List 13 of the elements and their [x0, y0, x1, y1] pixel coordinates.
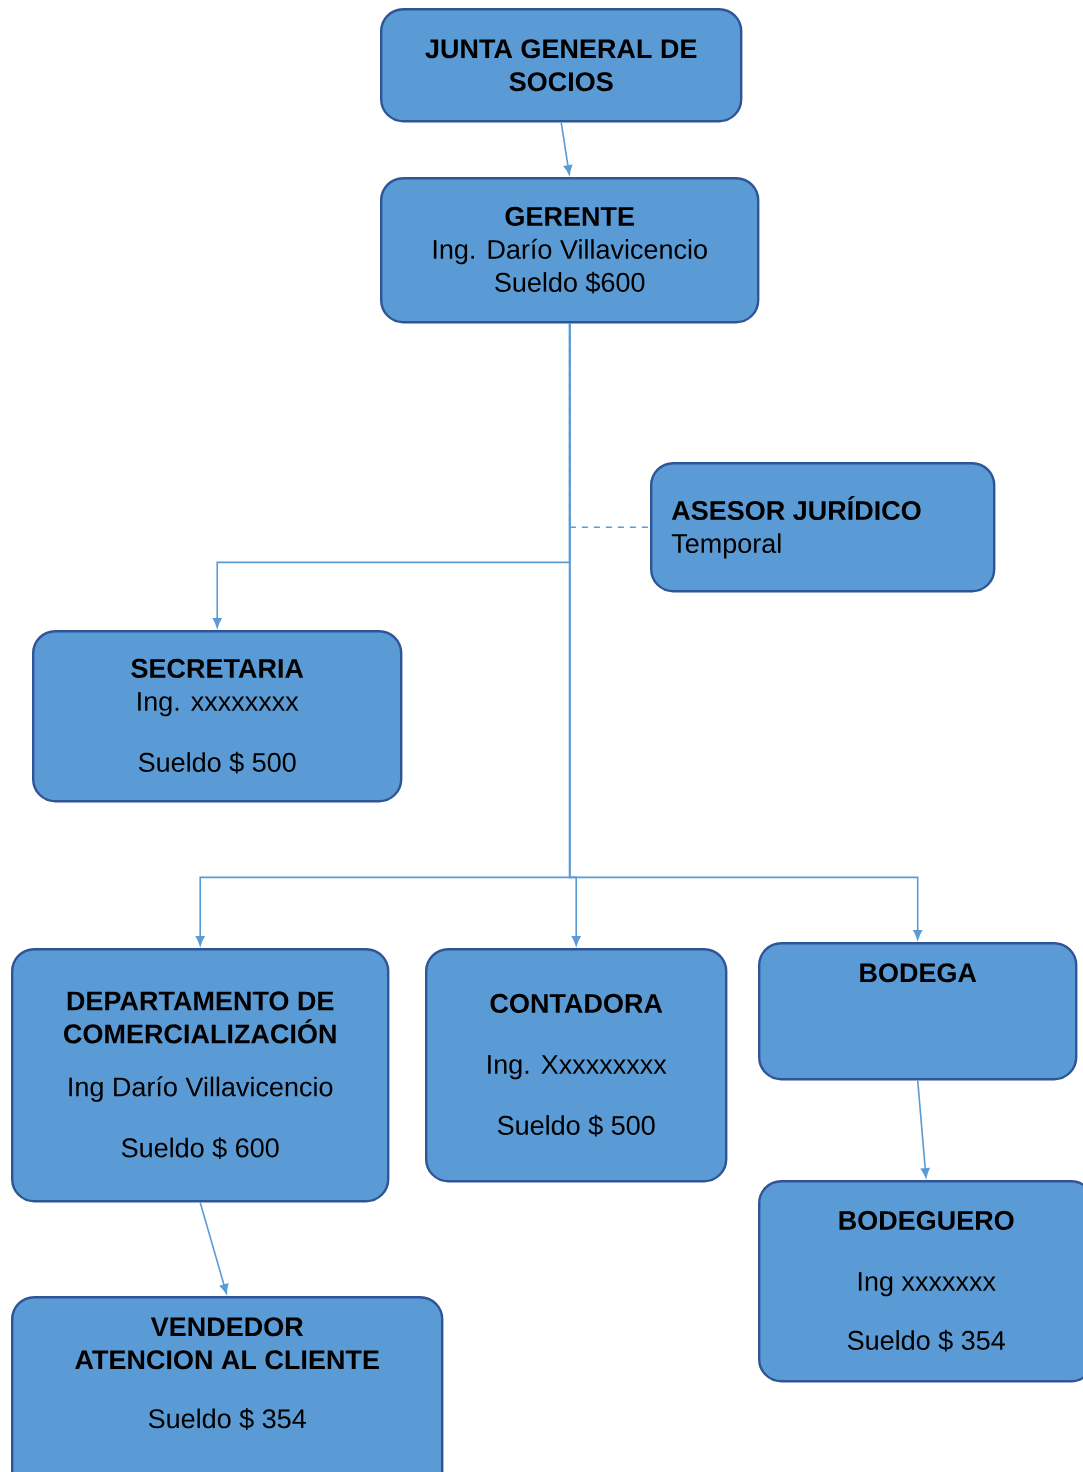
org-box: SECRETARIA Ing. xxxxxxxx Sueldo $ 500	[32, 630, 403, 803]
connector	[568, 322, 923, 940]
org-box: BODEGA	[758, 942, 1078, 1081]
org-box: GERENTE Ing. Darío Villavicencio Sueldo $600	[380, 177, 760, 324]
org-box: JUNTA GENERAL DE SOCIOS	[380, 8, 743, 123]
connector	[560, 121, 573, 175]
org-box: CONTADORA Ing. Xxxxxxxxx Sueldo $ 500	[425, 948, 728, 1183]
org-box: DEPARTAMENTO DE COMERCIALIZACIÓN Ing Darío Villavicencio Sueldo $ 600	[11, 948, 390, 1203]
org-box: BODEGUERO Ing xxxxxxx Sueldo $ 354	[758, 1180, 1083, 1383]
connector	[916, 1079, 930, 1178]
connector	[199, 1201, 229, 1294]
org-box: ASESOR JURÍDICO Temporal	[650, 462, 996, 593]
org-box: VENDEDOR ATENCION AL CLIENTE Sueldo $ 354	[11, 1296, 444, 1472]
